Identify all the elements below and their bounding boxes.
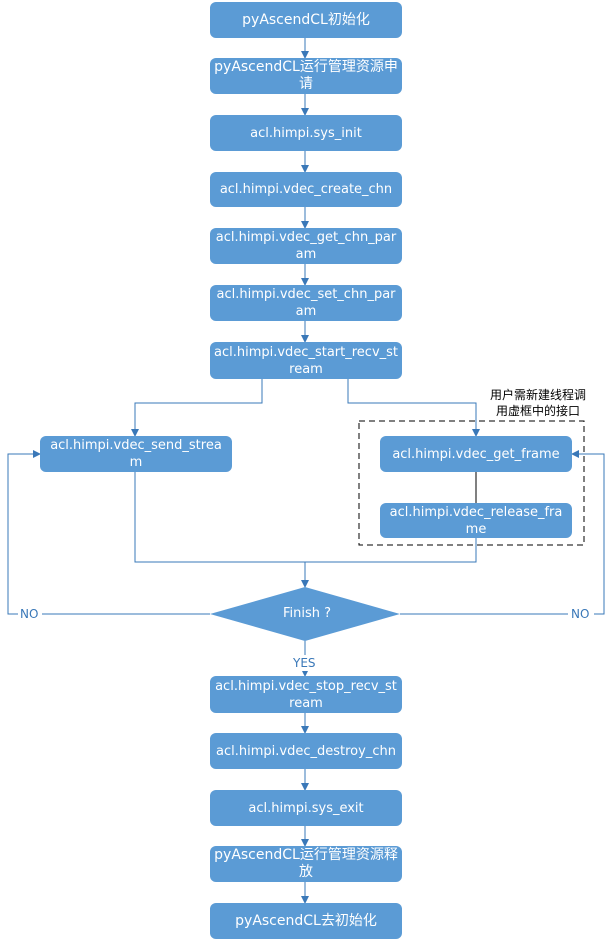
deinit-node: pyAscendCL去初始化: [210, 903, 402, 939]
send-stream-node: acl.himpi.vdec_send_stream: [40, 436, 232, 472]
get-frame-node: acl.himpi.vdec_get_frame: [380, 436, 572, 472]
set-chn-param-node: acl.himpi.vdec_set_chn_param: [210, 285, 402, 321]
thread-note: 用户需新建线程调 用虚框中的接口: [478, 387, 598, 419]
edge-start-getframe: [347, 379, 480, 437]
finish-decision-shape: [210, 587, 400, 641]
init-node: pyAscendCL初始化: [210, 2, 402, 38]
edge-start-send: [131, 379, 263, 437]
create-chn-node: acl.himpi.vdec_create_chn: [210, 172, 402, 207]
resource-release-node: pyAscendCL运行管理资源释放: [210, 846, 402, 882]
stop-recv-stream-node: acl.himpi.vdec_stop_recv_stream: [210, 676, 402, 713]
destroy-chn-node: acl.himpi.vdec_destroy_chn: [210, 733, 402, 769]
edge-no-right: [400, 450, 605, 615]
sys-exit-node: acl.himpi.sys_exit: [210, 790, 402, 826]
no-left-label: NO: [20, 607, 39, 621]
start-recv-stream-node: acl.himpi.vdec_start_recv_stream: [210, 342, 402, 379]
edge-no-left: [7, 450, 210, 615]
edge-send-merge: [134, 472, 305, 563]
resource-request-node: pyAscendCL运行管理资源申请: [210, 58, 402, 94]
no-right-label: NO: [571, 607, 590, 621]
get-chn-param-node: acl.himpi.vdec_get_chn_param: [210, 228, 402, 264]
edge-release-merge: [305, 538, 477, 563]
yes-label: YES: [293, 656, 316, 670]
finish-decision-label: Finish ?: [283, 606, 332, 621]
user-thread-frame: [358, 420, 585, 546]
thread-note-line1: 用户需新建线程调: [489, 388, 586, 402]
sys-init-node: acl.himpi.sys_init: [210, 115, 402, 151]
thread-note-line2: 用虚框中的接口: [495, 404, 580, 418]
release-frame-node: acl.himpi.vdec_release_frame: [380, 503, 572, 538]
